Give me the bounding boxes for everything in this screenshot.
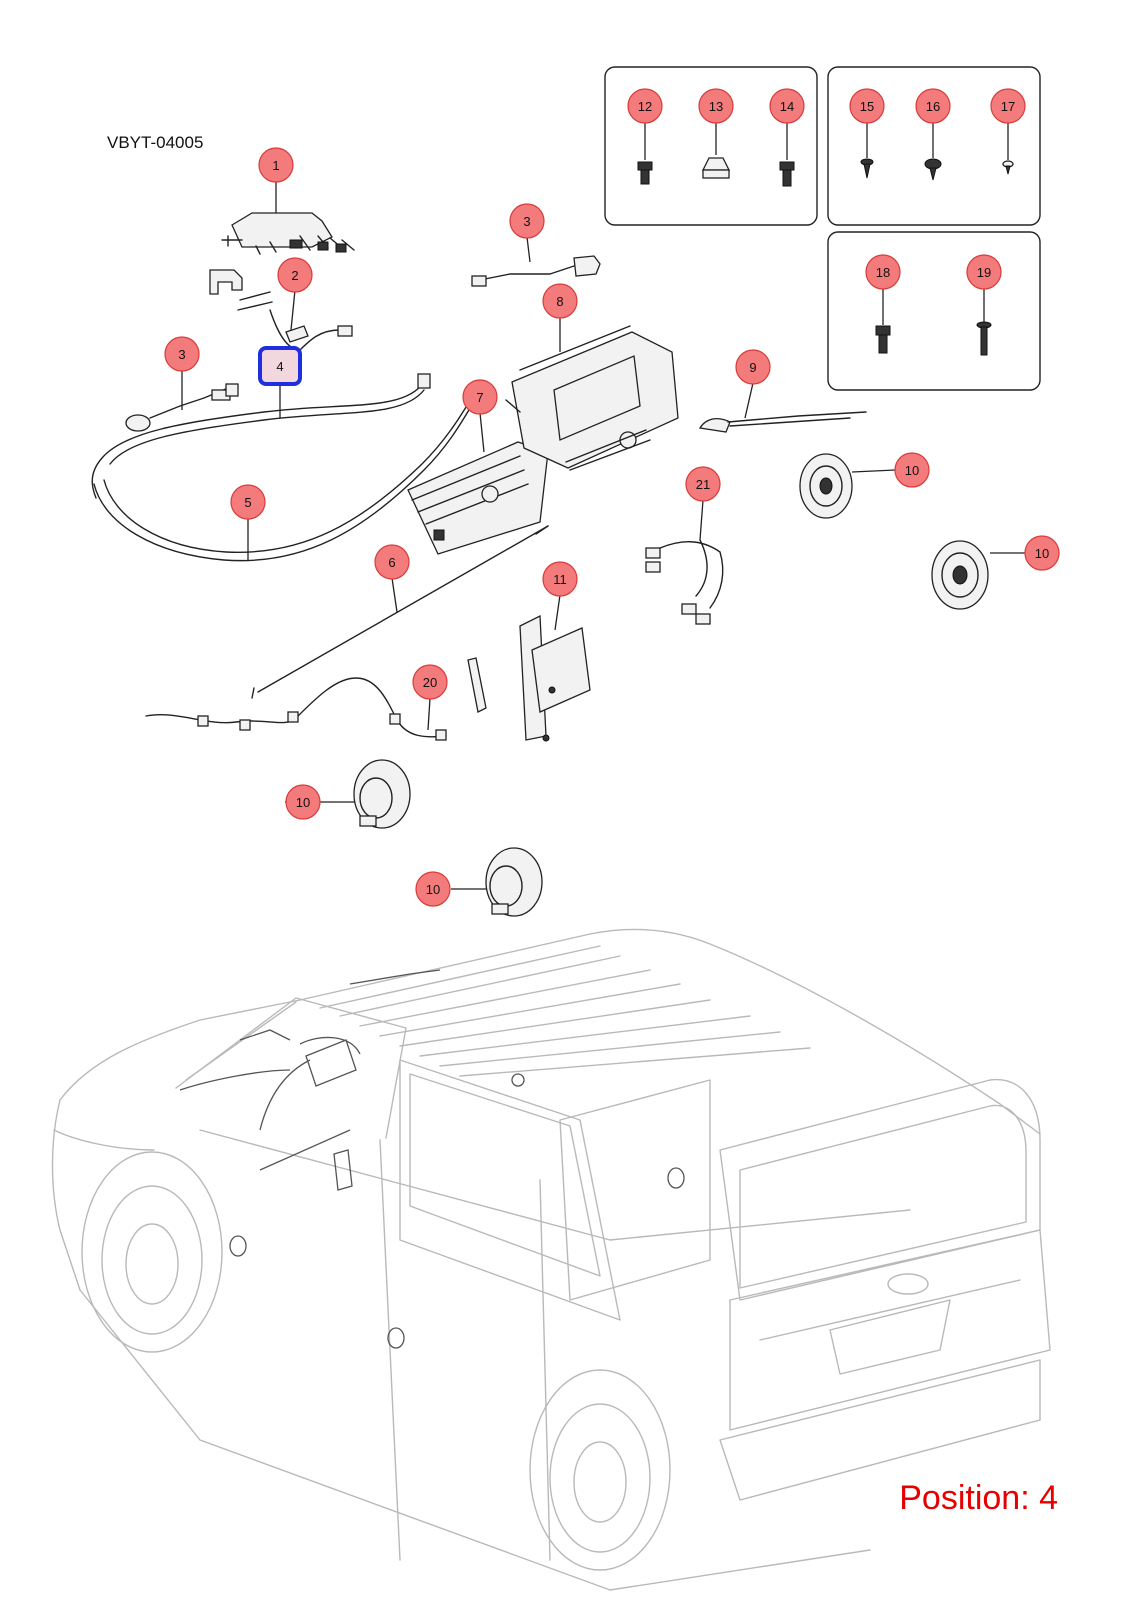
part-21-usb-cable xyxy=(645,539,724,625)
callout-11: 11 xyxy=(542,561,578,597)
callout-3: 3 xyxy=(164,336,200,372)
highlight-box xyxy=(258,346,302,386)
callout-1: 1 xyxy=(258,147,294,183)
callout-number: 17 xyxy=(1001,99,1015,114)
callout-number: 10 xyxy=(905,463,919,478)
callout-number: 10 xyxy=(1035,546,1049,561)
callout-number: 14 xyxy=(780,99,794,114)
callout-number: 10 xyxy=(296,795,310,810)
callout-19: 19 xyxy=(966,254,1002,290)
screw-16-icon xyxy=(924,158,942,181)
bolt-14-icon xyxy=(779,161,795,187)
bolt-12-icon xyxy=(637,161,653,185)
callout-number: 19 xyxy=(977,265,991,280)
callout-number: 20 xyxy=(423,675,437,690)
speaker-10-upper xyxy=(799,453,853,519)
clip-13-icon xyxy=(701,157,731,179)
part-20-harness xyxy=(145,657,487,741)
callout-17: 17 xyxy=(990,88,1026,124)
part-3-cable-upper xyxy=(471,255,601,287)
callout-10: 10 xyxy=(1024,535,1060,571)
callout-9: 9 xyxy=(735,349,771,385)
callout-number: 13 xyxy=(709,99,723,114)
diagram-reference-code: VBYT-04005 xyxy=(107,133,204,152)
callout-18: 18 xyxy=(865,254,901,290)
callout-6: 6 xyxy=(374,544,410,580)
speaker-10-lower xyxy=(485,847,543,917)
callout-number: 7 xyxy=(476,390,483,405)
callout-10: 10 xyxy=(894,452,930,488)
callout-number: 5 xyxy=(244,495,251,510)
callout-number: 10 xyxy=(426,882,440,897)
callout-2: 2 xyxy=(277,257,313,293)
callout-number: 9 xyxy=(749,360,756,375)
fastener-box-18-19 xyxy=(827,231,1041,391)
callout-number: 3 xyxy=(178,347,185,362)
callout-20: 20 xyxy=(412,664,448,700)
vehicle-outline xyxy=(51,928,1051,1591)
screw-17-icon xyxy=(1002,160,1014,175)
callout-number: 4 xyxy=(276,359,283,374)
bolt-18-icon xyxy=(875,325,891,354)
callout-13: 13 xyxy=(698,88,734,124)
callout-number: 1 xyxy=(272,158,279,173)
part-8-head-unit xyxy=(505,325,679,471)
part-2-bracket xyxy=(209,269,353,351)
part-3-sensor-left xyxy=(125,383,239,432)
callout-10: 10 xyxy=(415,871,451,907)
speaker-10-middle xyxy=(353,759,411,829)
callout-number: 12 xyxy=(638,99,652,114)
part-4-5-cable-loop xyxy=(91,373,481,562)
callout-number: 8 xyxy=(556,294,563,309)
callout-15: 15 xyxy=(849,88,885,124)
callout-16: 16 xyxy=(915,88,951,124)
callout-12: 12 xyxy=(627,88,663,124)
speaker-10-right xyxy=(931,540,989,610)
part-6-antenna-cable xyxy=(251,525,549,699)
position-label: Position: 4 xyxy=(899,1479,1058,1517)
callout-number: 16 xyxy=(926,99,940,114)
part-7-control-panel xyxy=(407,441,549,555)
callout-21: 21 xyxy=(685,466,721,502)
callout-8: 8 xyxy=(542,283,578,319)
callout-number: 11 xyxy=(553,572,567,587)
callout-10: 10 xyxy=(285,784,321,820)
callout-7: 7 xyxy=(462,379,498,415)
callout-3: 3 xyxy=(509,203,545,239)
fastener-box-15-17 xyxy=(827,66,1041,226)
callout-number: 6 xyxy=(388,555,395,570)
callout-14: 14 xyxy=(769,88,805,124)
callout-number: 3 xyxy=(523,214,530,229)
part-11-module xyxy=(519,614,591,742)
callout-number: 2 xyxy=(291,268,298,283)
screw-19-icon xyxy=(976,321,992,356)
part-9-roof-antenna xyxy=(698,411,867,433)
part-1-module xyxy=(221,212,355,255)
callout-5: 5 xyxy=(230,484,266,520)
callout-number: 21 xyxy=(696,477,710,492)
callout-number: 18 xyxy=(876,265,890,280)
callout-number: 15 xyxy=(860,99,874,114)
screw-15-icon xyxy=(860,158,874,179)
callout-4: 4 xyxy=(258,346,302,386)
